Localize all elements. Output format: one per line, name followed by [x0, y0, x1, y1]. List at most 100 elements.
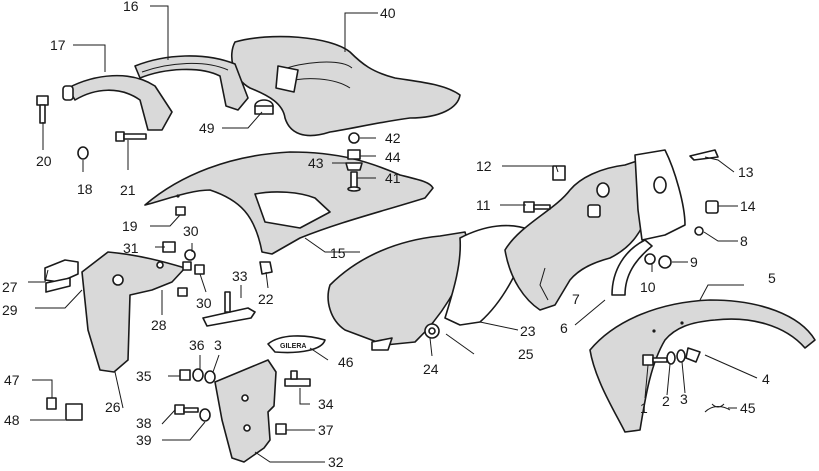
washer-30a: [184, 249, 196, 261]
label-9: 9: [690, 254, 698, 270]
washer-8: [694, 226, 704, 236]
bolt-38: [174, 404, 199, 415]
label-22: 22: [258, 291, 274, 307]
pin-34: [284, 370, 311, 387]
label-5: 5: [768, 270, 776, 286]
bolt-28a: [182, 261, 192, 271]
clip-4: [685, 347, 701, 363]
bolt-30b: [194, 264, 205, 275]
label-35: 35: [136, 368, 152, 384]
label-14: 14: [740, 198, 756, 214]
washer-9: [658, 255, 672, 269]
grab-rail-17: [62, 74, 173, 131]
label-28: 28: [151, 317, 167, 333]
bolt-20: [36, 95, 49, 124]
label-36: 36: [189, 337, 205, 353]
label-45: 45: [740, 400, 756, 416]
clip-37: [275, 423, 287, 435]
label-20: 20: [36, 153, 52, 169]
label-47: 47: [4, 372, 20, 388]
grab-rail-16: [134, 55, 249, 111]
label-3a: 3: [680, 391, 688, 407]
label-6: 6: [560, 320, 568, 336]
fastener-25: [424, 323, 440, 339]
label-3b: 3: [214, 337, 222, 353]
bolt-21: [115, 131, 147, 142]
rubber-bush-49: [254, 99, 274, 115]
label-10: 10: [640, 279, 656, 295]
label-48: 48: [4, 412, 20, 428]
bracket-27: [44, 259, 79, 293]
label-38: 38: [136, 415, 152, 431]
label-33: 33: [232, 268, 248, 284]
label-32: 32: [328, 454, 344, 470]
label-18: 18: [77, 181, 93, 197]
washer-3a: [676, 349, 686, 363]
label-2: 2: [662, 393, 670, 409]
label-7: 7: [572, 291, 580, 307]
bracket-plate-6: [611, 149, 686, 296]
leader-lines: [28, 5, 758, 463]
washer-18: [77, 146, 89, 160]
label-41: 41: [385, 170, 401, 186]
nut-28: [177, 287, 188, 297]
label-39: 39: [136, 432, 152, 448]
label-30a: 30: [183, 223, 199, 239]
nut-10: [644, 253, 656, 265]
label-30b: 30: [196, 295, 212, 311]
label-13: 13: [738, 164, 754, 180]
front-fender-5: [589, 299, 816, 433]
label-42: 42: [385, 130, 401, 146]
frame-cover-7: [504, 159, 651, 311]
label-25: 25: [518, 346, 534, 362]
label-26: 26: [105, 399, 121, 415]
side-cover-24: [327, 231, 471, 351]
license-plate-32: [214, 359, 277, 463]
label-24: 24: [423, 361, 439, 377]
label-4: 4: [762, 371, 770, 387]
washer-2: [666, 351, 676, 365]
label-8: 8: [740, 233, 748, 249]
plug-14: [705, 200, 719, 214]
gilera-emblem-46: GILERA: [267, 335, 326, 354]
nut-48: [65, 403, 83, 421]
label-11: 11: [476, 197, 491, 213]
label-12: 12: [476, 158, 492, 174]
label-31: 31: [123, 240, 139, 256]
label-16: 16: [123, 0, 139, 14]
label-44: 44: [385, 149, 401, 165]
clip-47: [46, 397, 57, 410]
washer-3b: [204, 370, 216, 384]
seat-part: [231, 35, 461, 137]
fastener-stack-41-44: [345, 132, 363, 192]
label-21: 21: [120, 182, 136, 198]
label-17: 17: [50, 37, 66, 53]
label-19: 19: [122, 218, 138, 234]
washer-39: [199, 408, 211, 422]
part-labels: 40 16 17 49 20 18 21 42 44 43 41 19 15 3…: [2, 0, 776, 470]
plate-bracket-26: [81, 251, 186, 373]
clip-12: [552, 165, 566, 181]
clip-13: [689, 149, 719, 161]
wire-45: [704, 403, 731, 413]
label-23: 23: [520, 323, 536, 339]
label-29: 29: [2, 302, 18, 318]
label-34: 34: [318, 396, 334, 412]
label-1: 1: [640, 400, 648, 416]
washer-36: [192, 368, 204, 382]
nut-35: [179, 369, 191, 381]
label-15: 15: [330, 245, 346, 261]
label-37: 37: [318, 422, 334, 438]
clip-22: [259, 261, 273, 275]
label-49: 49: [199, 120, 215, 136]
bracket-33: [202, 291, 256, 327]
emblem-text: GILERA: [280, 343, 306, 350]
label-43: 43: [308, 155, 324, 171]
clip-19: [175, 206, 186, 216]
label-46: 46: [338, 354, 354, 370]
label-27: 27: [2, 279, 18, 295]
label-40: 40: [380, 5, 396, 21]
bolt-11: [523, 201, 551, 213]
